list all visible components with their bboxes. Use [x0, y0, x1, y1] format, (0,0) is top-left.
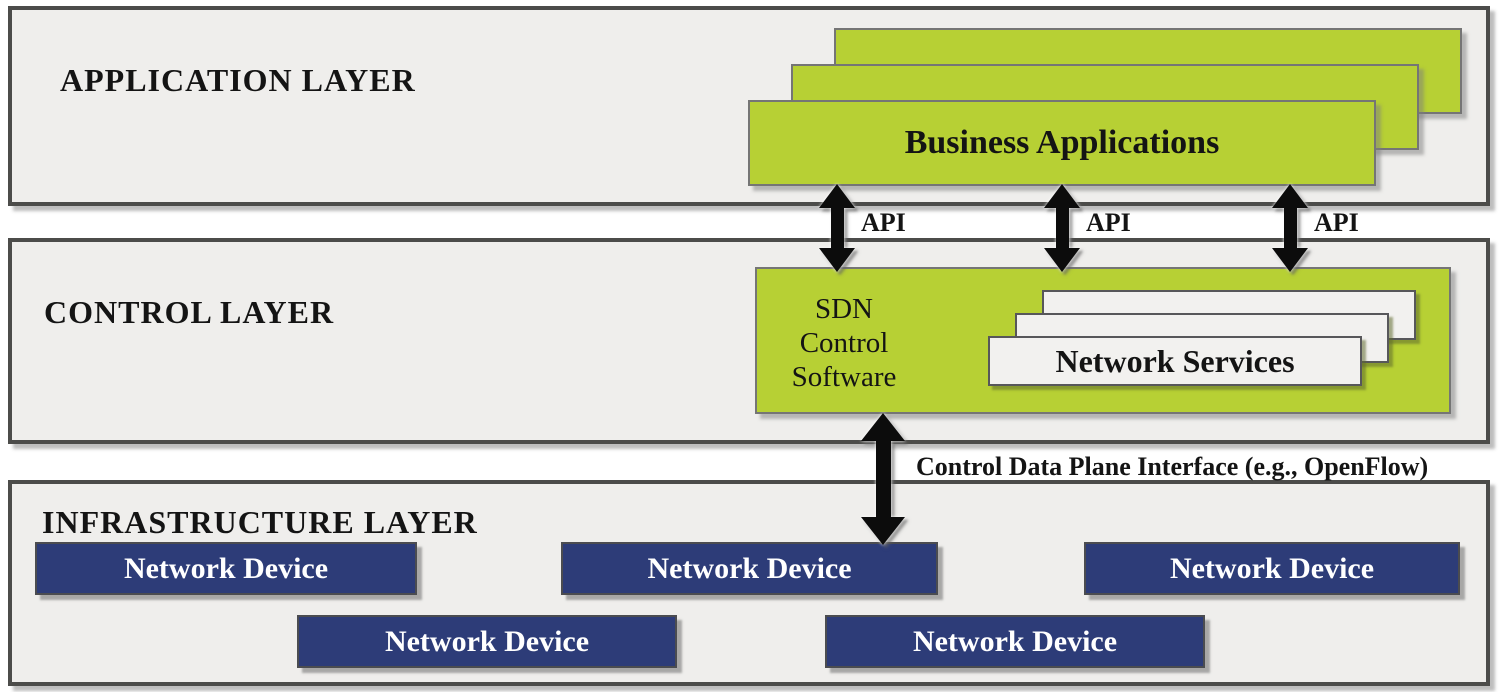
api-arrow-icon-3: [1272, 184, 1308, 272]
sdn-control-software-label: SDN Control Software: [758, 292, 930, 394]
network-device-box-4: Network Device: [297, 615, 677, 668]
network-device-box-2: Network Device: [561, 542, 938, 595]
network-device-label: Network Device: [647, 551, 852, 585]
network-device-box-1: Network Device: [35, 542, 417, 595]
api-label-2: API: [1086, 208, 1131, 237]
arrow-head-up-icon: [1044, 184, 1080, 208]
network-device-label: Network Device: [912, 624, 1118, 658]
arrow-shaft: [830, 208, 844, 248]
api-label-3: API: [1314, 208, 1359, 237]
network-device-label: Network Device: [123, 551, 329, 585]
arrow-head-up-icon: [1272, 184, 1308, 208]
arrow-head-down-icon: [1044, 248, 1080, 272]
arrow-head-up-icon: [819, 184, 855, 208]
arrow-shaft: [1283, 208, 1297, 248]
api-label-1: API: [861, 208, 906, 237]
application-layer-title: APPLICATION LAYER: [60, 62, 416, 98]
business-applications-card-front: Business Applications: [748, 100, 1376, 186]
network-device-label: Network Device: [1169, 551, 1375, 585]
infrastructure-layer-title: INFRASTRUCTURE LAYER: [42, 504, 478, 540]
arrow-head-down-icon: [819, 248, 855, 272]
network-services-label: Network Services: [1055, 342, 1295, 379]
sdn-label-line-2: Control: [799, 327, 889, 359]
control-data-plane-arrow-icon: [861, 413, 905, 545]
business-applications-label: Business Applications: [904, 124, 1220, 161]
control-layer-title: CONTROL LAYER: [44, 294, 335, 330]
control-data-plane-interface-label: Control Data Plane Interface (e.g., Open…: [916, 452, 1429, 481]
network-device-box-3: Network Device: [1084, 542, 1460, 595]
api-arrow-icon-2: [1044, 184, 1080, 272]
arrow-shaft: [875, 441, 891, 517]
network-services-card-front: Network Services: [988, 336, 1362, 386]
arrow-head-down-icon: [1272, 248, 1308, 272]
network-device-label: Network Device: [384, 624, 590, 658]
network-device-box-5: Network Device: [825, 615, 1205, 668]
arrow-head-up-icon: [861, 413, 905, 441]
sdn-label-line-1: SDN: [814, 293, 873, 325]
arrow-shaft: [1055, 208, 1069, 248]
sdn-label-line-3: Software: [791, 361, 897, 393]
api-arrow-icon-1: [819, 184, 855, 272]
arrow-head-down-icon: [861, 517, 905, 545]
